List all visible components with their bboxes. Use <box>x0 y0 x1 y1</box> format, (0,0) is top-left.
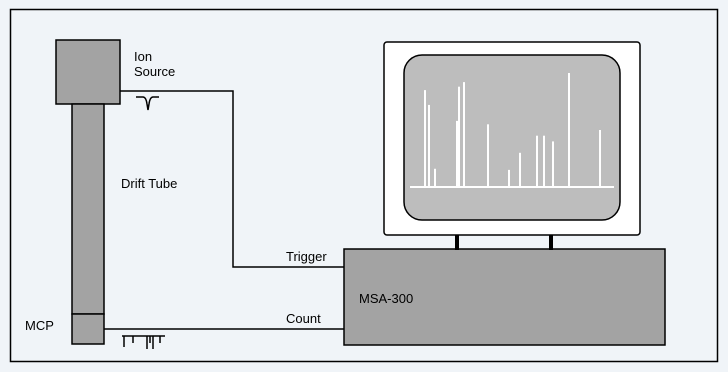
spectrum-display <box>410 73 614 188</box>
msa-300-unit <box>343 248 666 346</box>
mcp-label: MCP <box>25 318 54 333</box>
count-pulses-icon <box>122 335 165 349</box>
ion-source-label: Ion Source <box>134 49 175 79</box>
drift-tube <box>71 103 105 315</box>
ion-source-label-line2: Source <box>134 64 176 79</box>
ion-source-label-line1: Ion <box>134 49 153 64</box>
trigger-wire <box>120 90 344 268</box>
trigger-label: Trigger <box>286 249 327 264</box>
msa-300-label: MSA-300 <box>359 291 414 306</box>
monitor-screen <box>403 54 621 221</box>
count-label: Count <box>286 311 321 326</box>
monitor-stand-right <box>549 235 553 250</box>
mcp-detector <box>71 313 105 345</box>
drift-tube-label: Drift Tube <box>121 176 178 191</box>
trigger-pulse-icon <box>136 96 159 111</box>
monitor-stand-left <box>455 235 459 250</box>
ion-source-box <box>55 39 121 105</box>
